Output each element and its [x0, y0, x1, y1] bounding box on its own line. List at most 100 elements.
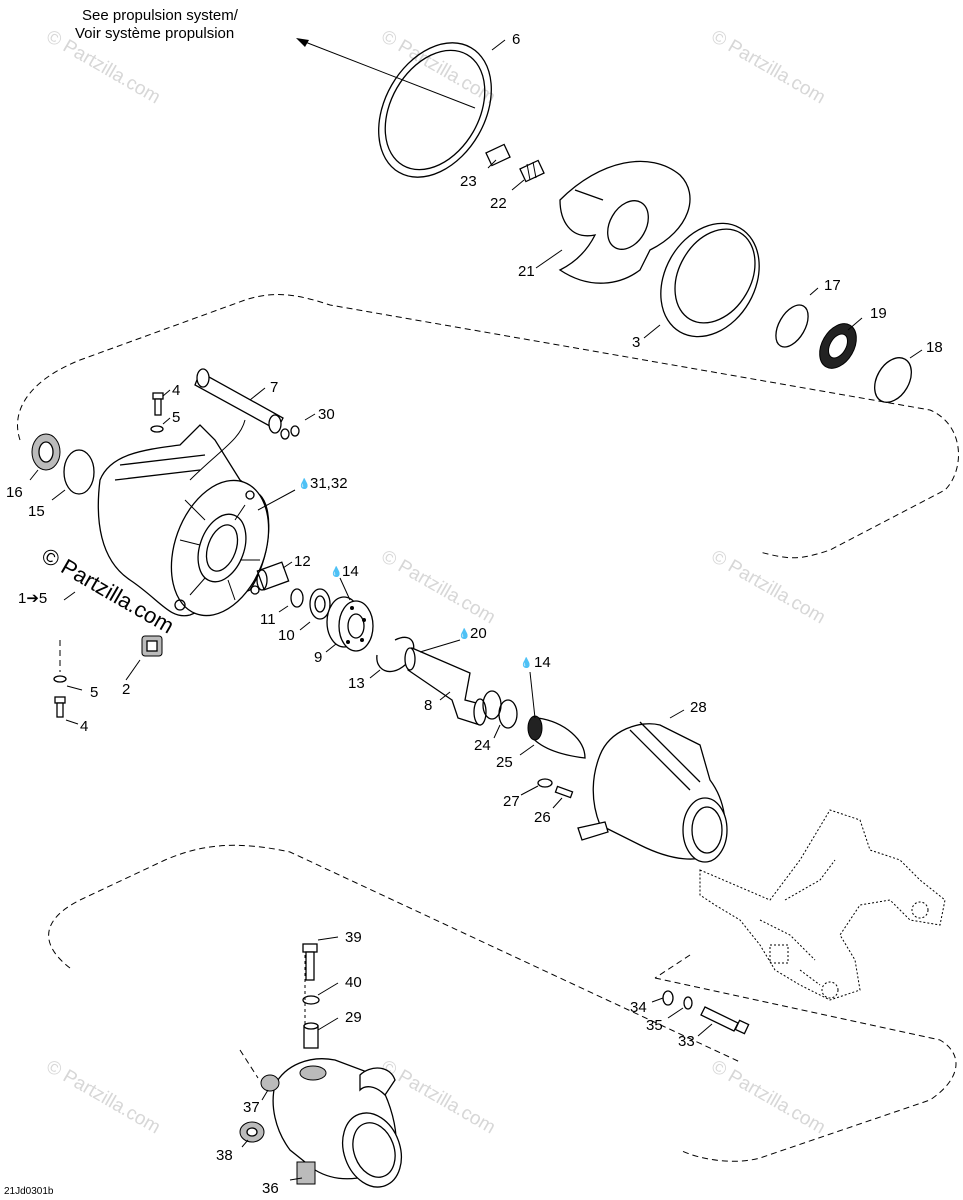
callout-25: 25 — [496, 754, 513, 771]
part-11-oring — [290, 588, 304, 608]
dashed-outline-upper — [17, 294, 959, 559]
callout-23: 23 — [460, 173, 477, 190]
callout-1-5: 1➔5 — [18, 590, 47, 607]
callout-10: 10 — [278, 627, 295, 644]
callout-39: 39 — [345, 929, 362, 946]
callout-21: 21 — [518, 263, 535, 280]
part-27-washer — [537, 778, 553, 788]
callout-34: 34 — [630, 999, 647, 1016]
part-5-washer-bottom — [53, 675, 67, 683]
callout-36: 36 — [262, 1180, 279, 1197]
callout-28: 28 — [690, 699, 707, 716]
callout-15: 15 — [28, 503, 45, 520]
part-25-cone-cap — [527, 715, 586, 759]
callout-2: 2 — [122, 681, 130, 698]
callout-18: 18 — [926, 339, 943, 356]
watermark: © Partzilla.com — [378, 546, 499, 628]
callout-9: 9 — [314, 649, 322, 666]
part-21-impeller — [558, 160, 691, 284]
part-13-circlip — [376, 636, 415, 673]
callouts: 6 23 22 21 3 17 19 18 7 30 4 5 16 15 💧 3… — [6, 31, 943, 1197]
callout-31-32: 31,32 — [310, 475, 348, 492]
part-36-steering-nozzle — [272, 1058, 402, 1188]
dashed-outline-lower — [48, 844, 957, 1162]
part-4-bolt-top — [152, 392, 164, 416]
part-26-screw — [554, 785, 574, 799]
part-39-bolt — [302, 943, 318, 981]
watermark: © Partzilla.com — [708, 546, 829, 628]
diagram-code: 21Jd0301b — [4, 1186, 54, 1197]
watermark: © Partzilla.com — [43, 1056, 164, 1138]
callout-4-bottom: 4 — [80, 718, 88, 735]
part-30-orings — [280, 425, 300, 440]
callout-19: 19 — [870, 305, 887, 322]
callout-40: 40 — [345, 974, 362, 991]
callout-20: 20 — [470, 625, 487, 642]
part-5-washer-top — [150, 425, 164, 433]
callout-14-a: 14 — [342, 563, 359, 580]
part-12-sleeve — [256, 561, 290, 591]
lube-icon: 💧 — [298, 477, 310, 490]
part-8-shaft — [404, 647, 487, 726]
part-4-bolt-bottom — [54, 696, 66, 718]
callout-22: 22 — [490, 195, 507, 212]
callout-13: 13 — [348, 675, 365, 692]
part-40-washer — [302, 995, 320, 1005]
part-23-sleeve — [485, 143, 511, 167]
callout-27: 27 — [503, 793, 520, 810]
part-17-circlip — [775, 304, 809, 348]
callout-3: 3 — [632, 334, 640, 351]
callout-24: 24 — [474, 737, 491, 754]
part-35-washer — [683, 996, 693, 1010]
part-9-bearing — [326, 596, 374, 652]
part-29-bushing — [303, 1022, 319, 1049]
propulsion-arrow-line — [299, 39, 476, 109]
callout-8: 8 — [424, 697, 432, 714]
part-7-bar — [194, 368, 284, 434]
axis-line-nozzle — [239, 1049, 259, 1079]
lube-icon: 💧 — [330, 565, 342, 578]
lube-icon: 💧 — [520, 656, 532, 669]
callout-29: 29 — [345, 1009, 362, 1026]
watermark: © Partzilla.com — [708, 26, 829, 108]
lube-icon: 💧 — [458, 627, 470, 640]
callout-7: 7 — [270, 379, 278, 396]
callout-14-b: 14 — [534, 654, 551, 671]
callout-11: 11 — [260, 611, 276, 628]
part-16-bearing — [31, 433, 61, 471]
part-18-ring — [874, 357, 912, 403]
propulsion-arrow-head — [296, 38, 309, 47]
callout-33: 33 — [678, 1033, 695, 1050]
handle-leader — [189, 419, 246, 481]
part-6-ring — [378, 42, 492, 178]
callout-5-top: 5 — [172, 409, 180, 426]
header-note-line1: See propulsion system/ — [82, 7, 239, 24]
callout-6: 6 — [512, 31, 520, 48]
watermark: © Partzilla.com — [708, 1056, 829, 1138]
part-33-bolt — [700, 1006, 750, 1035]
ride-plate-dotted — [699, 809, 946, 1001]
callout-4-top: 4 — [172, 382, 180, 399]
part-22-bushing — [519, 159, 545, 183]
callout-16: 16 — [6, 484, 23, 501]
part-10-washer — [309, 588, 331, 620]
leader-lines — [29, 39, 923, 1181]
part-37-nut — [260, 1074, 280, 1092]
part-3-wear-ring — [660, 222, 760, 338]
callout-30: 30 — [318, 406, 335, 423]
dashed-connector — [654, 954, 691, 979]
callout-38: 38 — [216, 1147, 233, 1164]
part-38-nut — [239, 1121, 265, 1143]
part-34-washer — [662, 990, 674, 1006]
callout-35: 35 — [646, 1017, 663, 1034]
watermark: © Partzilla.com — [378, 1056, 499, 1138]
callout-5-bottom: 5 — [90, 684, 98, 701]
watermark: © Partzilla.com — [378, 26, 499, 108]
callout-17: 17 — [824, 277, 841, 294]
part-28-venturi — [577, 721, 728, 863]
part-24-oring-b — [498, 699, 518, 729]
part-15-oring — [63, 449, 95, 495]
callout-37: 37 — [243, 1099, 260, 1116]
part-19-seal — [819, 323, 857, 369]
